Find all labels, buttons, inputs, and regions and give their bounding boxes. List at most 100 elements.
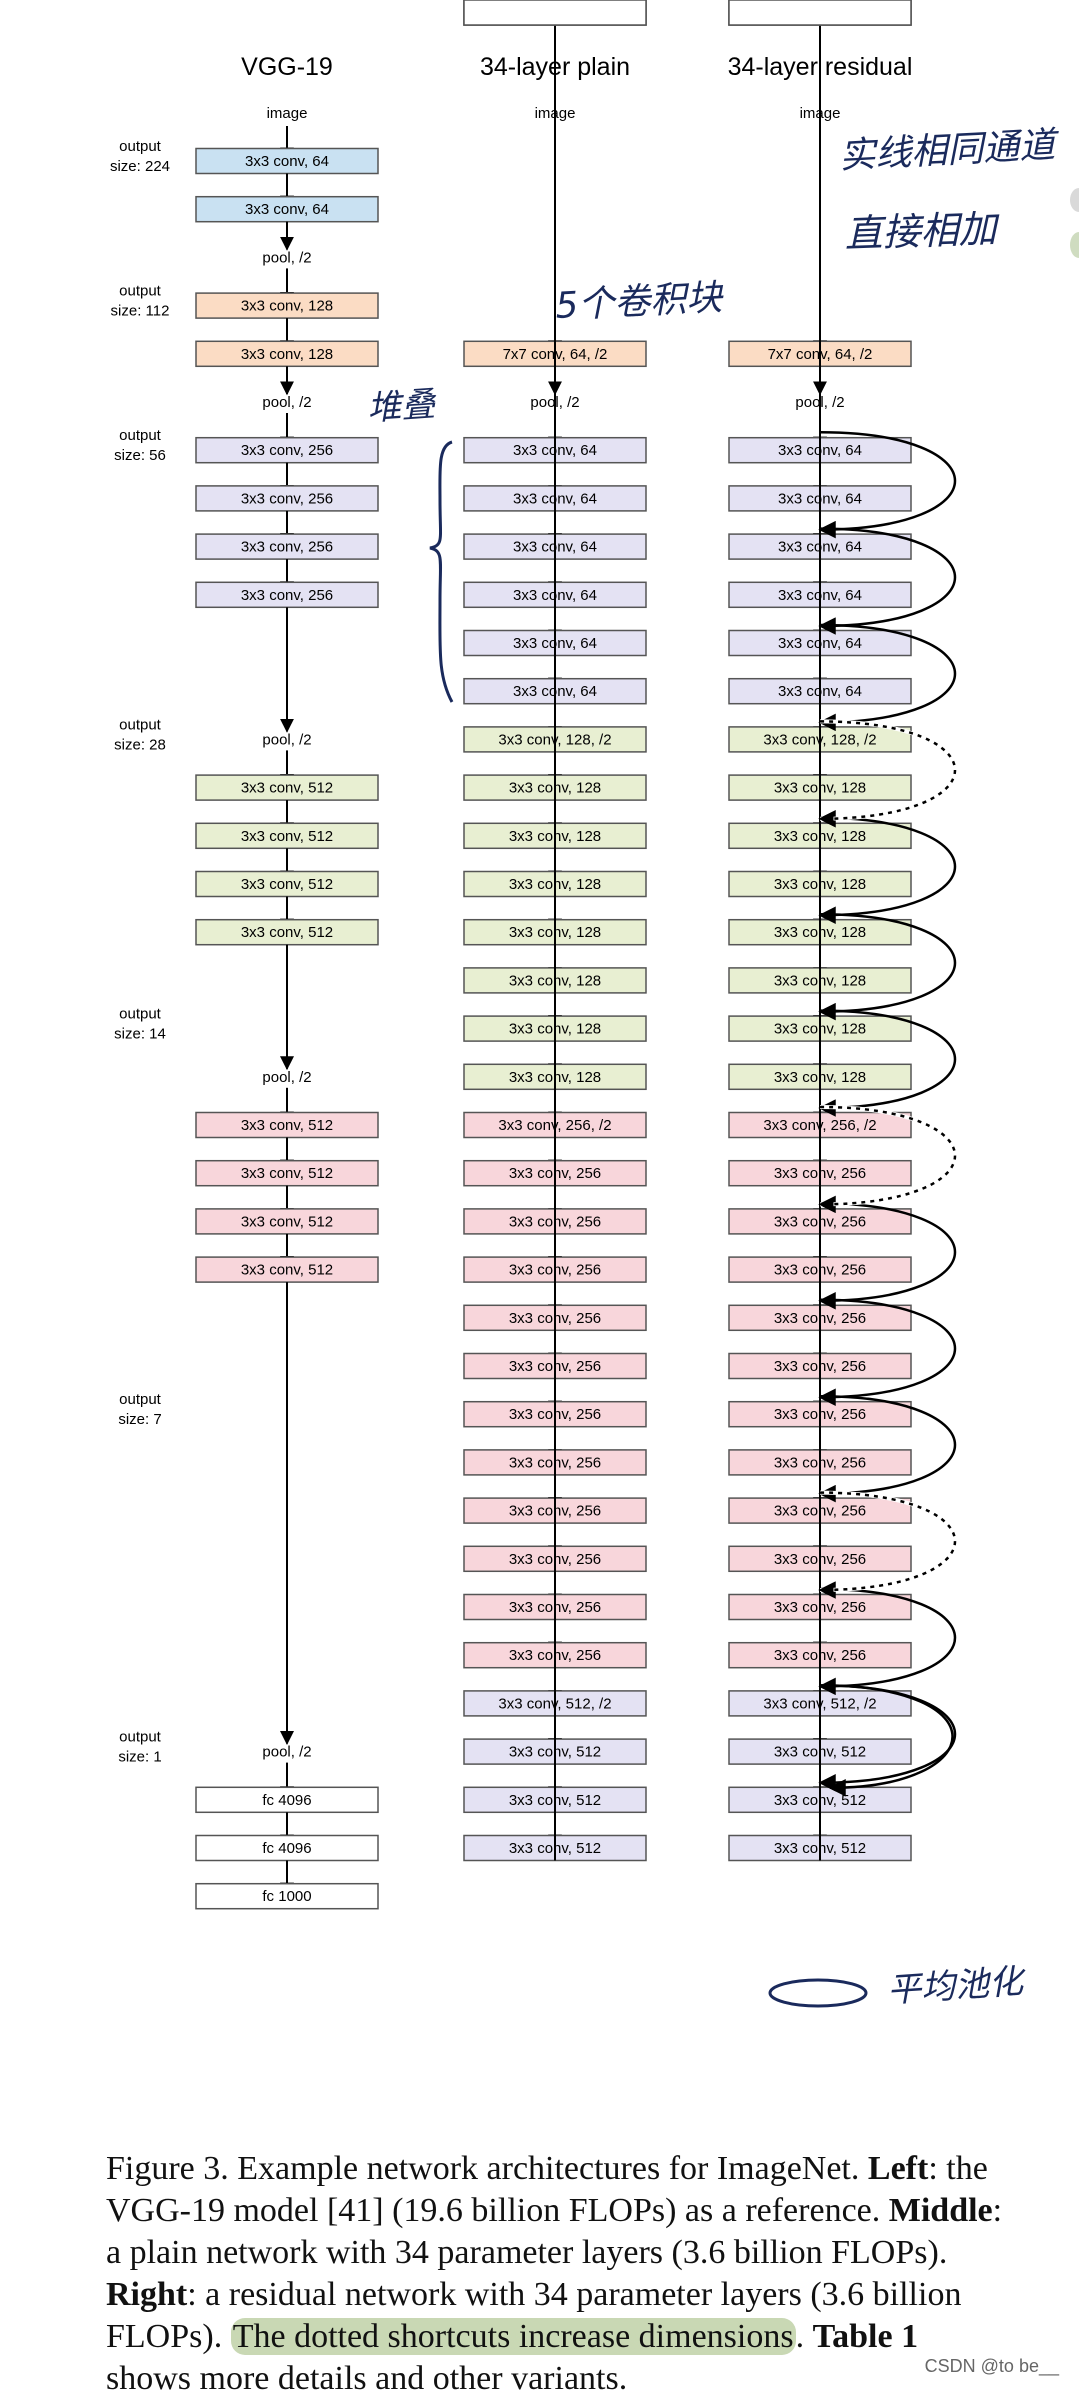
identity-shortcut <box>818 912 957 1021</box>
layer-box <box>463 0 647 26</box>
note-residual-line1: 实线相同通道 <box>838 124 1061 177</box>
shortcut-connections <box>818 430 957 1797</box>
identity-shortcut <box>818 1009 957 1117</box>
layer-label: fc 4096 <box>262 1792 311 1809</box>
layer-label: 3x3 conv, 256 <box>241 539 333 556</box>
layer-label: 3x3 conv, 512 <box>241 876 333 893</box>
pool-2-label: pool, /2 <box>262 394 311 411</box>
caption-text-6: shows more details and other variants. <box>106 2360 628 2397</box>
output-size-line1: output <box>119 138 162 155</box>
layer-box <box>195 870 379 898</box>
layer-label: fc 1000 <box>795 0 844 4</box>
identity-shortcut <box>818 430 957 539</box>
caption-text-4: : a residual network with 34 parameter l… <box>106 2276 962 2355</box>
layer-label: 3x3 conv, 256 <box>241 442 333 459</box>
caption-middle: Middle <box>888 2192 993 2229</box>
output-size-line1: output <box>119 427 162 444</box>
identity-shortcut <box>818 1394 957 1503</box>
output-size-line2: size: 224 <box>110 158 170 175</box>
output-size-line2: size: 112 <box>111 303 170 320</box>
caption-text-3: : a plain network with 34 parameter laye… <box>106 2192 1003 2271</box>
layer-box <box>195 485 379 512</box>
layer-box <box>195 1208 379 1235</box>
layer-box <box>195 1111 379 1139</box>
layer-box <box>195 581 379 609</box>
caption-text-5: . <box>795 2318 813 2355</box>
identity-shortcut <box>818 1298 957 1406</box>
projection-shortcut <box>818 1105 957 1212</box>
note-stacking: 堆叠 <box>366 384 439 429</box>
layer-label: 3x3 conv, 128 <box>241 346 333 363</box>
layer-label: 3x3 conv, 512 <box>241 924 333 941</box>
watermark-footer: CSDN @to be__ <box>918 2354 1065 2379</box>
projection-shortcut <box>818 1491 957 1598</box>
layer-label: 3x3 conv, 512 <box>241 1262 333 1279</box>
stacking-brace <box>429 440 454 703</box>
output-size-line1: output <box>119 716 162 733</box>
layer-label: 3x3 conv, 512 <box>241 828 333 845</box>
layer-label: fc 1000 <box>262 1888 311 1905</box>
layer-label: 3x3 conv, 512 <box>241 1165 333 1182</box>
output-size-line2: size: 7 <box>118 1411 161 1428</box>
output-size-line2: size: 1 <box>118 1749 161 1766</box>
note-residual-line2: 直接相加 <box>844 207 1001 256</box>
caption-highlighted: The dotted shortcuts increase dimensions <box>230 2318 796 2355</box>
layer-box <box>195 147 379 175</box>
layer-box <box>195 195 379 223</box>
output-size-line2: size: 14 <box>114 1026 166 1043</box>
edge-decoration-2 <box>1070 232 1079 258</box>
pool-2-label: pool, /2 <box>262 1744 311 1761</box>
vgg-input-label: image <box>267 105 308 122</box>
caption-right: Right <box>106 2276 188 2313</box>
identity-shortcut <box>818 623 957 732</box>
layer-label: 3x3 conv, 256 <box>241 490 333 507</box>
layer-box <box>728 0 912 26</box>
output-size-line1: output <box>119 1729 162 1746</box>
pool-2-label: pool, /2 <box>262 1069 311 1086</box>
note-five-conv-blocks: 5个卷积块 <box>554 277 725 327</box>
identity-shortcut <box>818 1202 957 1310</box>
identity-shortcut <box>818 527 957 635</box>
column-title-vgg19: VGG-19 <box>241 53 333 81</box>
architecture-diagram: VGG-19 34-layer plain 34-layer residual … <box>110 0 1079 2011</box>
layer-label: 3x3 conv, 512 <box>241 780 333 797</box>
caption-text-2: : the VGG-19 model [41] (19.6 billion FL… <box>106 2150 988 2229</box>
avgpool-circle <box>768 1978 868 2008</box>
output-size-line2: size: 56 <box>114 447 166 464</box>
layer-box <box>195 918 379 946</box>
output-size-line1: output <box>119 1006 162 1023</box>
identity-shortcut <box>819 1684 954 1797</box>
note-avgpool: 平均池化 <box>886 1961 1028 2011</box>
layer-label: 3x3 conv, 64 <box>245 201 329 218</box>
vgg19-column: 3x3 conv, 64 3x3 conv, 64 pool, /2 3x3 conv… <box>195 126 379 1910</box>
layer-label: fc 1000 <box>530 0 579 4</box>
layer-box <box>195 1882 379 1910</box>
layer-label: fc 4096 <box>262 1840 311 1857</box>
layer-box <box>195 533 379 560</box>
pool-2-label: pool, /2 <box>262 731 311 748</box>
layer-label: 3x3 conv, 256 <box>241 587 333 604</box>
caption-text-1: Figure 3. Example network architectures … <box>106 2150 868 2187</box>
layer-box <box>195 1256 379 1283</box>
layer-box <box>195 822 379 850</box>
output-size-line1: output <box>119 1391 162 1408</box>
caption-table: Table 1 <box>812 2318 919 2355</box>
caption-left: Left <box>867 2150 929 2187</box>
layer-box <box>195 1159 379 1187</box>
output-size-labels: output size: 224 output size: 112 output size… <box>110 138 170 1766</box>
identity-shortcut <box>818 816 957 924</box>
edge-decoration <box>1070 188 1079 212</box>
layer-box <box>195 340 379 368</box>
layer-box <box>195 1834 379 1862</box>
output-size-line1: output <box>119 283 162 300</box>
layer-box <box>195 1786 379 1814</box>
pool-2-label: pool, /2 <box>262 249 311 266</box>
figure-caption: Figure 3. Example network architectures … <box>106 2148 1006 2400</box>
layer-label: 3x3 conv, 512 <box>241 1117 333 1134</box>
layer-label: 3x3 conv, 64 <box>245 153 329 170</box>
layer-label: 3x3 conv, 512 <box>241 1213 333 1230</box>
identity-shortcut <box>818 1587 957 1696</box>
output-size-line2: size: 28 <box>114 736 166 753</box>
